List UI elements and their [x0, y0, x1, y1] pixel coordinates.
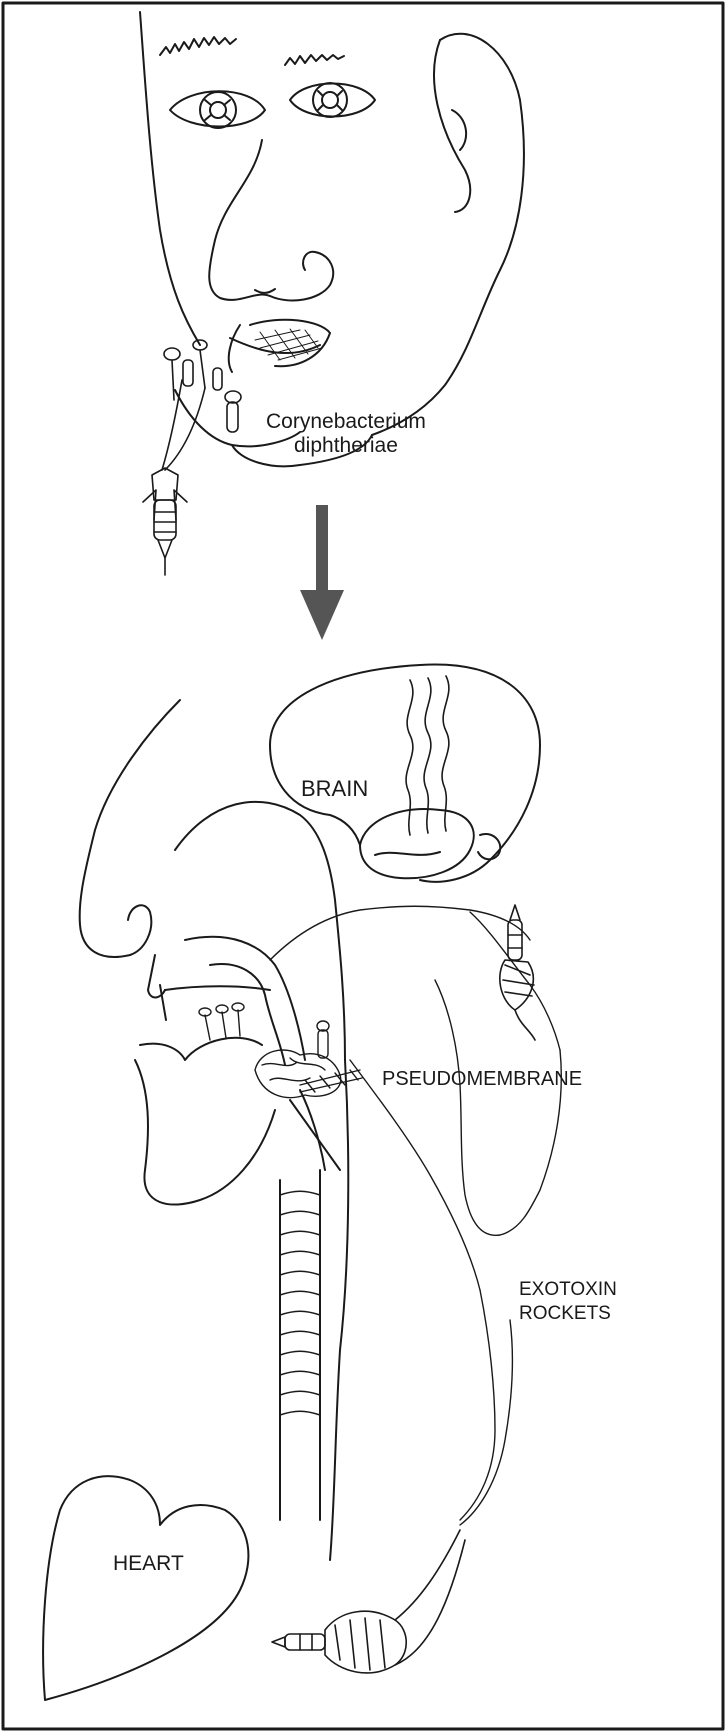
organism-label-line1: Corynebacterium [266, 410, 426, 434]
head-profile [80, 700, 349, 1560]
heart-label: HEART [113, 1552, 184, 1576]
trachea-rings [280, 1191, 320, 1415]
exotoxin-trails [270, 906, 561, 1525]
pseudomembrane-label: PSEUDOMEMBRANE [382, 1068, 582, 1091]
organism-label: Corynebacterium diphtheriae [266, 410, 426, 458]
down-arrow-icon [300, 505, 344, 640]
brain-drawing [270, 665, 540, 882]
exotoxin-label-line2: ROCKETS [519, 1302, 617, 1326]
tongue-hatch [255, 329, 322, 360]
figure-border [3, 3, 723, 1729]
exotoxin-label: EXOTOXIN ROCKETS [519, 1278, 617, 1326]
exotoxin-label-line1: EXOTOXIN [519, 1278, 617, 1302]
heart-drawing [43, 1476, 248, 1700]
rocket-icon [272, 1530, 465, 1673]
face-drawing [140, 12, 524, 466]
rocket-icon [143, 468, 187, 575]
organism-label-line2: diphtheriae [266, 434, 426, 458]
brain-label: BRAIN [301, 776, 368, 802]
rocket-icon [500, 905, 535, 1040]
pseudomembrane-mass [199, 1003, 362, 1098]
